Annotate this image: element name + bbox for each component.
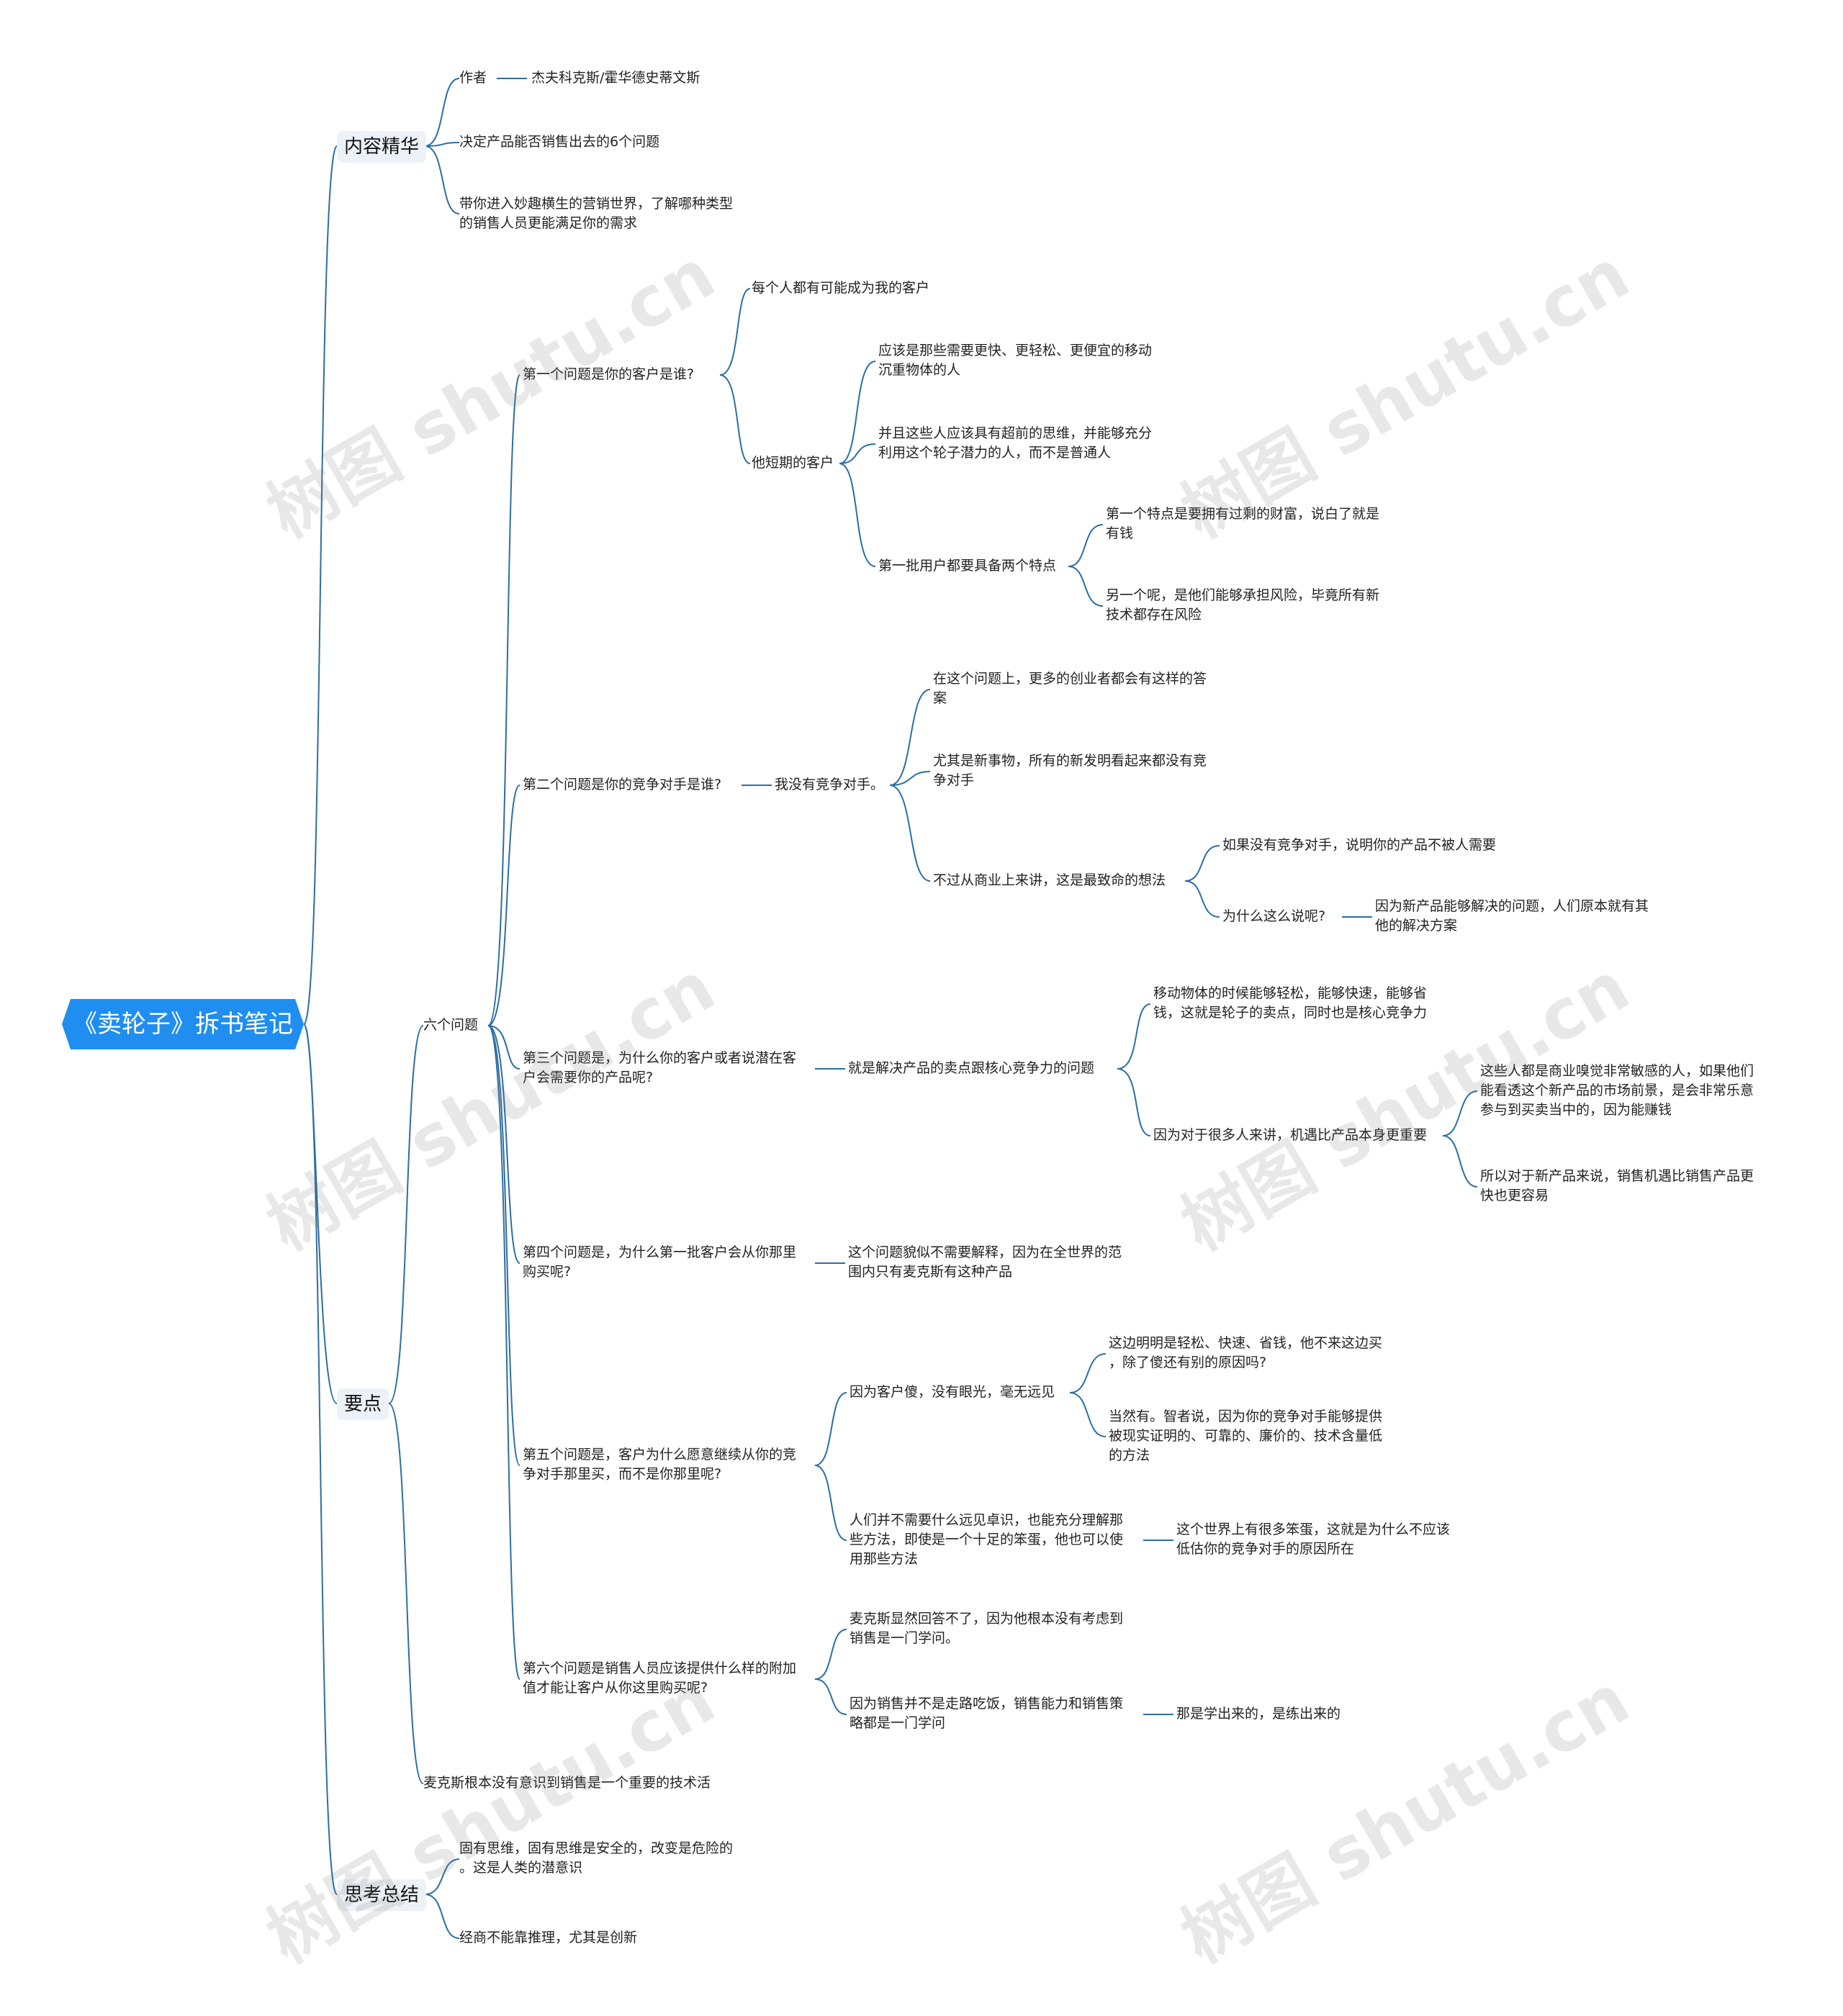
node-line: 所以对于新产品来说，销售机遇比销售产品更 xyxy=(1480,1168,1754,1184)
topic-summary[interactable]: 思考总结 xyxy=(337,1879,427,1911)
node-q5-a2[interactable]: 当然有。智者说，因为你的竞争对手能够提供 被现实证明的、可靠的、廉价的、技术含量… xyxy=(1109,1407,1382,1465)
node-line: ，除了傻还有别的原因吗? xyxy=(1109,1355,1267,1370)
node-line: 案 xyxy=(933,690,947,706)
node-line: 人们并不需要什么远见卓识，也能充分理解那 xyxy=(850,1512,1124,1528)
node-q2-a3b[interactable]: 为什么这么说呢? xyxy=(1222,908,1326,924)
node-q5-a[interactable]: 因为客户傻，没有眼光，毫无远见 xyxy=(850,1384,1055,1400)
node-q4[interactable]: 第四个问题是，为什么第一批客户会从你那里 购买呢? xyxy=(523,1243,796,1282)
node-line: 第一个特点是要拥有过剩的财富，说白了就是 xyxy=(1106,506,1380,522)
node-line: 些方法，即使是一个十足的笨蛋，他也可以使 xyxy=(850,1532,1124,1547)
node-line: 钱，这就是轮子的卖点，同时也是核心竞争力 xyxy=(1153,1005,1428,1021)
node-line: 第五个问题是，客户为什么愿意继续从你的竞 xyxy=(523,1447,797,1463)
node-line: 值才能让客户从你这里购买呢? xyxy=(523,1680,708,1696)
node-line: 低估你的竞争对手的原因所在 xyxy=(1176,1541,1355,1557)
node-q2-a3b1[interactable]: 因为新产品能够解决的问题，人们原本就有其 他的解决方案 xyxy=(1375,897,1649,936)
node-q1-b3[interactable]: 第一批用户都要具备两个特点 xyxy=(878,558,1057,574)
node-q6[interactable]: 第六个问题是销售人员应该提供什么样的附加 值才能让客户从你这里购买呢? xyxy=(523,1659,796,1698)
node-line: 销售是一门学问。 xyxy=(850,1630,960,1646)
node-line: 麦克斯显然回答不了，因为他根本没有考虑到 xyxy=(850,1611,1124,1627)
node-q5-a1[interactable]: 这边明明是轻松、快速、省钱，他不来这边买 ，除了傻还有别的原因吗? xyxy=(1109,1334,1382,1373)
node-q3-a1[interactable]: 移动物体的时候能够轻松，能够快速，能够省 钱，这就是轮子的卖点，同时也是核心竞争… xyxy=(1153,984,1427,1023)
node-line: 的销售人员更能满足你的需求 xyxy=(459,215,638,231)
node-line: 因为销售并不是走路吃饭，销售能力和销售策 xyxy=(850,1696,1124,1712)
node-line: 略都是一门学问 xyxy=(850,1715,946,1731)
node-line: 这边明明是轻松、快速、省钱，他不来这边买 xyxy=(1109,1335,1383,1351)
root-node[interactable]: 《卖轮子》拆书笔记 xyxy=(62,999,304,1049)
node-note-max[interactable]: 麦克斯根本没有意识到销售是一个重要的技术活 xyxy=(423,1775,711,1791)
node-line: 的方法 xyxy=(1109,1447,1150,1463)
node-line: 。这是人类的潜意识 xyxy=(459,1860,583,1876)
node-line: 并且这些人应该具有超前的思维，并能够充分 xyxy=(878,425,1153,441)
link-root-b2 xyxy=(303,1023,338,1404)
node-six-questions[interactable]: 六个问题 xyxy=(423,1017,479,1033)
node-q3[interactable]: 第三个问题是，为什么你的客户或者说潜在客 户会需要你的产品呢? xyxy=(523,1049,796,1088)
node-line: 有钱 xyxy=(1106,525,1134,541)
topic-key-points[interactable]: 要点 xyxy=(337,1388,389,1420)
node-summary-1[interactable]: 固有思维，固有思维是安全的，改变是危险的 。这是人类的潜意识 xyxy=(459,1839,733,1878)
node-line: 因为新产品能够解决的问题，人们原本就有其 xyxy=(1375,898,1649,914)
node-q6-a[interactable]: 麦克斯显然回答不了，因为他根本没有考虑到 销售是一门学问。 xyxy=(850,1609,1123,1648)
node-q2-a[interactable]: 我没有竞争对手。 xyxy=(775,777,885,792)
node-line: 这些人都是商业嗅觉非常敏感的人，如果他们 xyxy=(1480,1063,1754,1079)
node-line: 带你进入妙趣横生的营销世界，了解哪种类型 xyxy=(459,196,734,212)
node-line: 用那些方法 xyxy=(850,1551,919,1567)
node-q5-b[interactable]: 人们并不需要什么远见卓识，也能充分理解那 些方法，即使是一个十足的笨蛋，他也可以… xyxy=(850,1511,1123,1569)
node-line: 他的解决方案 xyxy=(1375,918,1458,934)
node-q2-a1[interactable]: 在这个问题上，更多的创业者都会有这样的答 案 xyxy=(933,669,1207,708)
node-line: 尤其是新事物，所有的新发明看起来都没有竞 xyxy=(933,753,1207,769)
node-q6-b1[interactable]: 那是学出来的，是练出来的 xyxy=(1176,1706,1341,1722)
link-root-b1 xyxy=(303,145,338,1025)
node-q5-b1[interactable]: 这个世界上有很多笨蛋，这就是为什么不应该 低估你的竞争对手的原因所在 xyxy=(1176,1520,1450,1559)
node-line: 这个问题貌似不需要解释，因为在全世界的范 xyxy=(848,1244,1122,1260)
node-q1-a[interactable]: 每个人都有可能成为我的客户 xyxy=(752,280,930,296)
node-line: 能看透这个新产品的市场前景，是会非常乐意 xyxy=(1480,1082,1754,1098)
node-line: 当然有。智者说，因为你的竞争对手能够提供 xyxy=(1109,1409,1383,1424)
node-q1-b3a[interactable]: 第一个特点是要拥有过剩的财富，说白了就是 有钱 xyxy=(1106,505,1379,543)
node-line: 利用这个轮子潜力的人，而不是普通人 xyxy=(878,445,1112,461)
node-q3-a[interactable]: 就是解决产品的卖点跟核心竞争力的问题 xyxy=(848,1060,1095,1076)
node-q5[interactable]: 第五个问题是，客户为什么愿意继续从你的竞 争对手那里买，而不是你那里呢? xyxy=(523,1445,796,1484)
topic-content-essence[interactable]: 内容精华 xyxy=(337,131,427,163)
node-q3-a2[interactable]: 因为对于很多人来讲，机遇比产品本身更重要 xyxy=(1153,1127,1428,1143)
node-line: 技术都存在风险 xyxy=(1106,607,1202,623)
node-six-questions-intro[interactable]: 决定产品能否销售出去的6个问题 xyxy=(459,134,660,150)
node-q4-a[interactable]: 这个问题貌似不需要解释，因为在全世界的范 围内只有麦克斯有这种产品 xyxy=(848,1243,1122,1282)
node-line: 户会需要你的产品呢? xyxy=(523,1070,654,1085)
node-line: 争对手 xyxy=(933,772,975,788)
node-line: 第四个问题是，为什么第一批客户会从你那里 xyxy=(523,1244,797,1260)
node-q6-b[interactable]: 因为销售并不是走路吃饭，销售能力和销售策 略都是一门学问 xyxy=(850,1694,1123,1733)
node-q1-b[interactable]: 他短期的客户 xyxy=(752,455,834,471)
node-line: 固有思维，固有思维是安全的，改变是危险的 xyxy=(459,1840,734,1856)
node-line: 第三个问题是，为什么你的客户或者说潜在客 xyxy=(523,1050,797,1066)
node-line: 沉重物体的人 xyxy=(878,362,961,378)
node-summary-2[interactable]: 经商不能靠推理，尤其是创新 xyxy=(459,1930,638,1945)
node-line: 快也更容易 xyxy=(1480,1188,1549,1203)
node-line: 被现实证明的、可靠的、廉价的、技术含量低 xyxy=(1109,1428,1383,1444)
node-line: 围内只有麦克斯有这种产品 xyxy=(848,1264,1013,1280)
node-line: 争对手那里买，而不是你那里呢? xyxy=(523,1466,722,1482)
node-q2-a3a[interactable]: 如果没有竞争对手，说明你的产品不被人需要 xyxy=(1222,837,1497,853)
node-line: 移动物体的时候能够轻松，能够快速，能够省 xyxy=(1153,985,1428,1001)
node-line: 参与到买卖当中的，因为能赚钱 xyxy=(1480,1102,1672,1118)
node-line: 应该是那些需要更快、更轻松、更便宜的移动 xyxy=(878,343,1153,358)
node-q3-a2a[interactable]: 这些人都是商业嗅觉非常敏感的人，如果他们 能看透这个新产品的市场前景，是会非常乐… xyxy=(1480,1062,1754,1120)
link-root-b3 xyxy=(303,1023,338,1895)
node-q2[interactable]: 第二个问题是你的竞争对手是谁? xyxy=(523,777,722,792)
node-q3-a2b[interactable]: 所以对于新产品来说，销售机遇比销售产品更 快也更容易 xyxy=(1480,1167,1754,1206)
node-line: 购买呢? xyxy=(523,1264,572,1280)
node-q1-b3b[interactable]: 另一个呢，是他们能够承担风险，毕竟所有新 技术都存在风险 xyxy=(1106,586,1379,625)
node-line: 在这个问题上，更多的创业者都会有这样的答 xyxy=(933,671,1207,687)
node-q1-b1[interactable]: 应该是那些需要更快、更轻松、更便宜的移动 沉重物体的人 xyxy=(878,341,1152,380)
node-marketing-world[interactable]: 带你进入妙趣横生的营销世界，了解哪种类型 的销售人员更能满足你的需求 xyxy=(459,194,733,233)
node-author-value[interactable]: 杰夫科克斯/霍华德史蒂文斯 xyxy=(531,70,700,86)
node-line: 另一个呢，是他们能够承担风险，毕竟所有新 xyxy=(1106,587,1380,603)
node-author-label[interactable]: 作者 xyxy=(459,70,487,86)
node-q1[interactable]: 第一个问题是你的客户是谁? xyxy=(523,366,695,382)
node-q2-a3[interactable]: 不过从商业上来讲，这是最致命的想法 xyxy=(933,872,1166,888)
node-q2-a2[interactable]: 尤其是新事物，所有的新发明看起来都没有竞 争对手 xyxy=(933,751,1207,790)
node-line: 第六个问题是销售人员应该提供什么样的附加 xyxy=(523,1660,797,1676)
node-line: 这个世界上有很多笨蛋，这就是为什么不应该 xyxy=(1176,1522,1451,1537)
node-q1-b2[interactable]: 并且这些人应该具有超前的思维，并能够充分 利用这个轮子潜力的人，而不是普通人 xyxy=(878,424,1152,463)
